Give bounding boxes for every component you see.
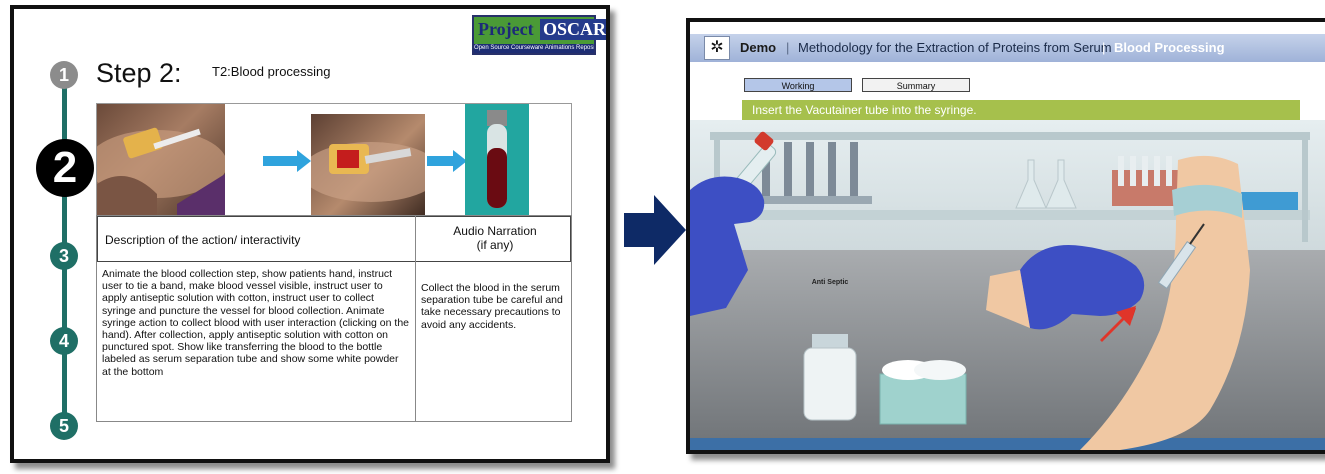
course-title: Methodology for the Extraction of Protei… (798, 40, 1112, 55)
audio-narration-column-header: Audio Narration (if any) (453, 224, 537, 252)
logo-tagline: Open Source Courseware Animations Reposi… (474, 44, 594, 53)
arrow-right-icon (263, 150, 311, 172)
storyboard-description-table: Description of the action/ interactivity… (96, 215, 572, 422)
demo-header-bar: ✲ Demo | Methodology for the Extraction … (690, 34, 1325, 62)
photo-syringe-in-arm (97, 104, 225, 216)
arrow-right-icon (427, 150, 467, 172)
demo-simulation-window: ✲ Demo | Methodology for the Extraction … (686, 18, 1325, 454)
tab-summary[interactable]: Summary (862, 78, 970, 92)
action-description-text: Animate the blood collection step, show … (102, 268, 409, 378)
tab-working[interactable]: Working (744, 78, 852, 92)
antiseptic-bottle-label: Anti Septic (811, 279, 849, 286)
description-column-header: Description of the action/ interactivity (105, 233, 301, 247)
step-title: Step 2: (96, 58, 182, 88)
photo-blood-tube (465, 104, 529, 216)
demo-label: Demo (740, 40, 777, 55)
header-separator: | (1102, 40, 1106, 55)
header-separator: | (786, 40, 790, 55)
lab-scene-illustration (690, 120, 1325, 450)
logo-word-project: Project (478, 19, 534, 39)
table-column-divider (415, 216, 416, 421)
reference-photo-strip (96, 103, 572, 216)
storyboard-slide: Project OSCAR Open Source Courseware Ani… (10, 5, 610, 463)
step-dot-1: 1 (50, 61, 78, 89)
section-title: Blood Processing (1114, 40, 1225, 55)
project-oscar-logo: Project OSCAR Open Source Courseware Ani… (472, 15, 606, 55)
photo-vacutainer-in-vein (311, 114, 425, 216)
cursor-click-icon[interactable]: ✲ (704, 36, 730, 60)
step-dot-2-current: 2 (36, 139, 94, 197)
step-dot-4: 4 (50, 327, 78, 355)
instruction-banner: Insert the Vacutainer tube into the syri… (742, 100, 1300, 120)
audio-narration-text: Collect the blood in the serum separatio… (421, 282, 563, 331)
logo-word-oscar: OSCAR (540, 19, 606, 40)
step-dot-3: 3 (50, 242, 78, 270)
step-dot-5: 5 (50, 412, 78, 440)
table-header-row (97, 216, 571, 262)
step-subtitle: T2:Blood processing (212, 64, 331, 79)
arrow-right-icon (624, 195, 686, 265)
